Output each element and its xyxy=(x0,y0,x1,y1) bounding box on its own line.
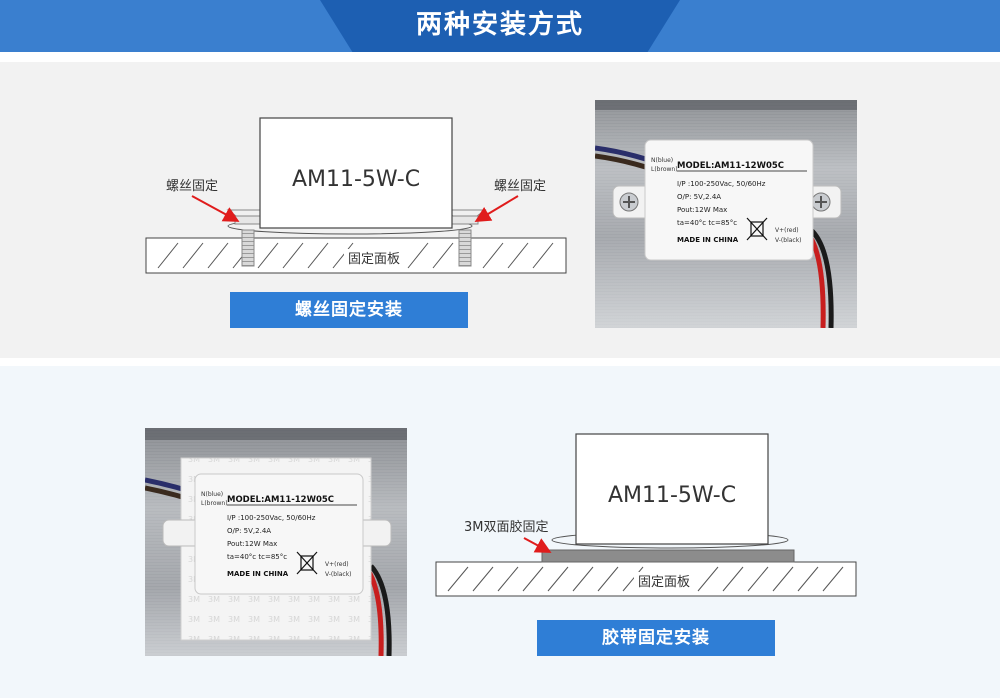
input-spec: I/P :100-250Vac, 50/60Hz xyxy=(677,180,766,188)
screw-mount-diagram: AM11-5W-C 螺丝固定 螺丝固定 固定面板 xyxy=(145,117,567,274)
v-plus-label: V+(red) xyxy=(325,561,349,568)
pout-spec: Pout:12W Max xyxy=(677,206,727,214)
module-box xyxy=(259,117,453,229)
board-label: 固定面板 xyxy=(348,252,400,267)
screw-left xyxy=(241,229,255,267)
weee-bin-icon xyxy=(746,217,768,241)
weee-bin-icon xyxy=(296,551,318,575)
double-sided-tape xyxy=(541,549,795,563)
wire-l-label: L(brown) xyxy=(651,166,678,173)
header-title-plate xyxy=(320,0,680,52)
board-label: 固定面板 xyxy=(638,575,690,590)
made-in-text: MADE IN CHINA xyxy=(227,570,289,578)
screw-mount-caption: 螺丝固定安装 xyxy=(230,292,468,328)
wire-n-label: N(blue) xyxy=(651,157,673,164)
v-minus-label: V-(black) xyxy=(325,571,352,578)
screw-mount-photo: N(blue) L(brown) MODEL:AM11-12W05C I/P :… xyxy=(595,100,857,328)
tape-mount-diagram: AM11-5W-C 3M双面胶固定 固定面板 xyxy=(435,433,857,597)
module-label: AM11-5W-C xyxy=(608,483,736,508)
module-box xyxy=(575,433,769,545)
tape-mount-photo: 3M N(blue) L(brown) MODEL:AM11-12W05C I/… xyxy=(145,428,407,656)
output-spec: O/P: 5V,2.4A xyxy=(227,527,271,535)
arrow-right xyxy=(474,195,519,223)
model-text: MODEL:AM11-12W05C xyxy=(677,161,784,171)
v-plus-label: V+(red) xyxy=(775,227,799,234)
wire-n-label: N(blue) xyxy=(201,491,223,498)
tape-mount-caption: 胶带固定安装 xyxy=(537,620,775,656)
wire-l-label: L(brown) xyxy=(201,500,228,507)
screw-right xyxy=(458,229,472,267)
input-spec: I/P :100-250Vac, 50/60Hz xyxy=(227,514,316,522)
arrow-left xyxy=(191,195,240,222)
temp-spec: ta=40°c tc=85°c xyxy=(227,553,287,561)
screw-label-right: 螺丝固定 xyxy=(494,179,546,194)
page-title: 两种安装方式 xyxy=(415,10,584,40)
arrow-tape xyxy=(523,537,552,553)
made-in-text: MADE IN CHINA xyxy=(677,236,739,244)
screw-label-left: 螺丝固定 xyxy=(166,179,218,194)
module-label: AM11-5W-C xyxy=(292,167,420,192)
v-minus-label: V-(black) xyxy=(775,237,802,244)
model-text: MODEL:AM11-12W05C xyxy=(227,495,334,505)
output-spec: O/P: 5V,2.4A xyxy=(677,193,721,201)
tape-label: 3M双面胶固定 xyxy=(464,519,549,535)
temp-spec: ta=40°c tc=85°c xyxy=(677,219,737,227)
pout-spec: Pout:12W Max xyxy=(227,540,277,548)
